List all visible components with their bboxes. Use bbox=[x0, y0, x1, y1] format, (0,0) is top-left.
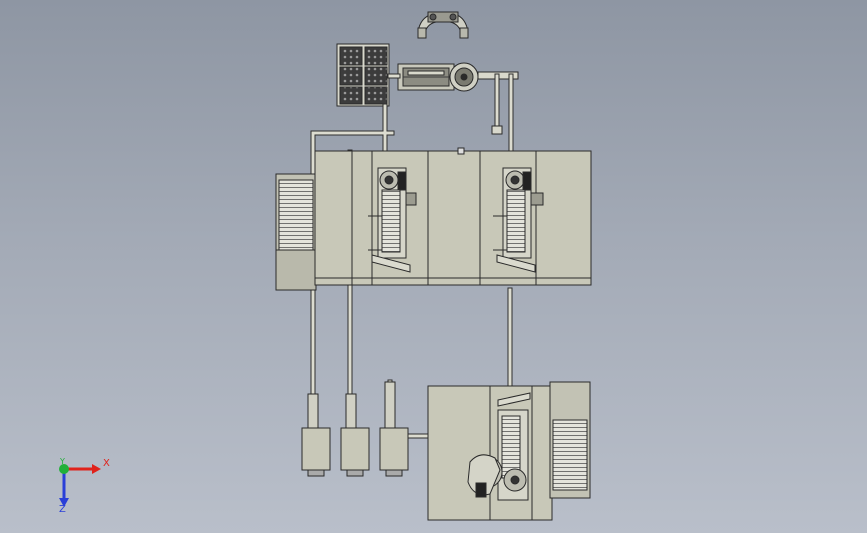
collection-box-2 bbox=[340, 393, 370, 477]
triad-x-label: X bbox=[103, 458, 110, 469]
left-conveyor-mechanism bbox=[368, 167, 417, 273]
collection-box-1 bbox=[301, 393, 331, 477]
filter-grid-panel bbox=[336, 43, 390, 107]
z-axis-arrow bbox=[59, 498, 69, 507]
collection-box-3 bbox=[379, 381, 409, 477]
right-conveyor-mechanism bbox=[493, 167, 544, 273]
lower-housing bbox=[427, 381, 591, 521]
main-housing bbox=[275, 147, 592, 291]
x-axis-arrow bbox=[92, 464, 101, 474]
coordinate-triad bbox=[59, 464, 101, 507]
pump-motor-assembly bbox=[397, 62, 519, 92]
triad-y-label: Y bbox=[60, 457, 65, 466]
y-axis-dot bbox=[59, 464, 69, 474]
triad-z-label: Z bbox=[59, 504, 66, 515]
top-claw-part bbox=[417, 11, 469, 39]
pipe-fitting bbox=[491, 125, 503, 135]
